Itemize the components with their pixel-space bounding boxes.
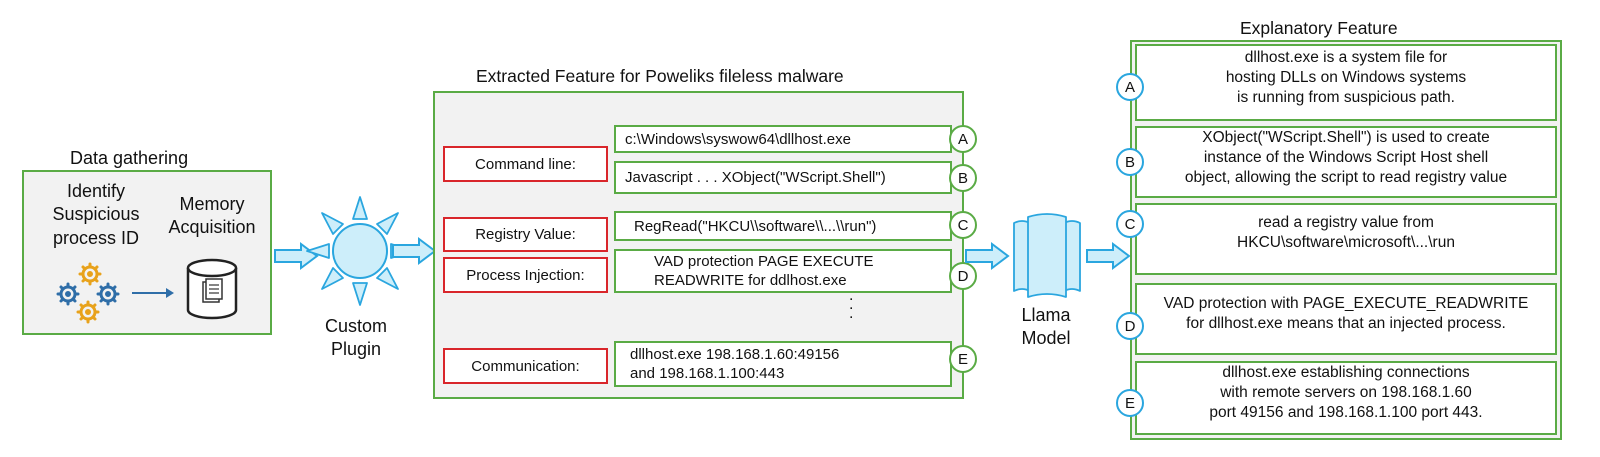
explanation-c: [1135, 203, 1557, 275]
explanation-b-text: XObject("WScript.Shell") is used to crea…: [1135, 128, 1557, 188]
marker-d: D: [949, 262, 977, 290]
ellipsis-dot: .: [849, 295, 854, 313]
flow-arrow-icon: [1086, 242, 1131, 270]
feature-e-line: and 198.168.1.100:443: [630, 365, 785, 382]
plugin-label: Custom Plugin: [306, 315, 406, 362]
explanation-marker-e: E: [1116, 389, 1144, 417]
explanation-line: object, allowing the script to read regi…: [1184, 169, 1508, 187]
ellipsis-dot: .: [849, 304, 854, 322]
ellipsis: . . .: [849, 287, 854, 322]
explanation-line: XObject("WScript.Shell") is used to crea…: [1202, 129, 1490, 146]
flow-arrow-icon: [965, 242, 1010, 270]
explanation-marker-b: B: [1116, 148, 1144, 176]
identify-label: Identify Suspicious process ID: [36, 180, 156, 250]
explanation-d-text: VAD protection with PAGE_EXECUTE_READWRI…: [1135, 294, 1557, 334]
data-gathering-title: Data gathering: [70, 148, 189, 168]
gears-icon: [56, 262, 120, 324]
category-command-line: Command line:: [443, 146, 608, 182]
database-icon: [186, 258, 238, 320]
marker-b: B: [949, 164, 977, 192]
explanation-line: is running from suspicious path.: [1237, 89, 1455, 107]
identify-label-line: Suspicious: [52, 204, 140, 225]
feature-d-line: VAD protection PAGE EXECUTE: [654, 252, 874, 270]
feature-e-line: dllhost.exe 198.168.1.60:49156: [630, 345, 840, 363]
explanation-line: dllhost.exe is a system file for: [1244, 49, 1448, 66]
identify-label-line: process ID: [52, 227, 140, 248]
feature-d-line: READWRITE for ddlhost.exe: [654, 272, 847, 289]
flow-arrow-icon: [392, 237, 437, 265]
explanation-e-text: dllhost.exe establishing connections wit…: [1135, 363, 1557, 423]
category-process-injection: Process Injection:: [443, 257, 608, 293]
explanation-a-text: dllhost.exe is a system file for hosting…: [1135, 48, 1557, 108]
explanation-line: hosting DLLs on Windows systems: [1225, 69, 1467, 87]
explanation-line: VAD protection with PAGE_EXECUTE_READWRI…: [1163, 295, 1529, 312]
explanation-line: HKCU\software\microsoft\...\run: [1237, 234, 1455, 252]
category-registry-value: Registry Value:: [443, 217, 608, 252]
feature-b: Javascript . . . XObject("WScript.Shell"…: [614, 161, 952, 194]
explanation-line: for dllhost.exe means that an injected p…: [1186, 315, 1506, 333]
extracted-title: Extracted Feature for Poweliks fileless …: [476, 66, 844, 86]
explanation-line: port 49156 and 198.168.1.100 port 443.: [1209, 404, 1483, 422]
marker-c: C: [949, 211, 977, 239]
memory-label: Memory Acquisition: [152, 193, 272, 240]
ellipsis-dot: .: [849, 287, 854, 304]
explanation-a: [1135, 44, 1557, 121]
plugin-label-line: Plugin: [330, 339, 382, 360]
identify-label-line: Identify: [66, 181, 126, 201]
marker-e: E: [949, 345, 977, 373]
explanation-b: [1135, 126, 1557, 198]
explanation-line: with remote servers on 198.168.1.60: [1220, 384, 1472, 402]
sun-icon: [306, 196, 414, 306]
explanatory-title: Explanatory Feature: [1240, 18, 1398, 38]
model-label-line: Model: [1021, 328, 1071, 349]
explanation-e: [1135, 361, 1557, 435]
category-communication: Communication:: [443, 348, 608, 384]
feature-e: dllhost.exe 198.168.1.60:49156 and 198.1…: [614, 341, 952, 387]
scroll-icon: [1013, 213, 1081, 298]
explanation-marker-c: C: [1116, 210, 1144, 238]
explanation-line: instance of the Windows Script Host shel…: [1203, 149, 1489, 167]
flow-arrow-icon: [274, 242, 319, 270]
explanation-d: [1135, 283, 1557, 355]
memory-label-line: Memory: [179, 194, 245, 214]
explanation-marker-a: A: [1116, 73, 1144, 101]
feature-d: VAD protection PAGE EXECUTE READWRITE fo…: [614, 249, 952, 293]
feature-a: c:\Windows\syswow64\dllhost.exe: [614, 125, 952, 153]
explanation-marker-d: D: [1116, 312, 1144, 340]
feature-c: RegRead("HKCU\\software\\...\\run"): [614, 211, 952, 241]
data-gathering-box: [22, 170, 272, 335]
explanation-line: read a registry value from: [1258, 214, 1434, 231]
marker-a: A: [949, 125, 977, 153]
model-label: Llama Model: [1000, 304, 1092, 351]
explanation-line: dllhost.exe establishing connections: [1222, 364, 1470, 381]
memory-label-line: Acquisition: [168, 217, 256, 238]
plugin-label-line: Custom: [324, 316, 387, 336]
explanation-c-text: read a registry value from HKCU\software…: [1135, 213, 1557, 253]
model-label-line: Llama: [1021, 305, 1071, 325]
arrow-right-icon: [132, 288, 174, 298]
